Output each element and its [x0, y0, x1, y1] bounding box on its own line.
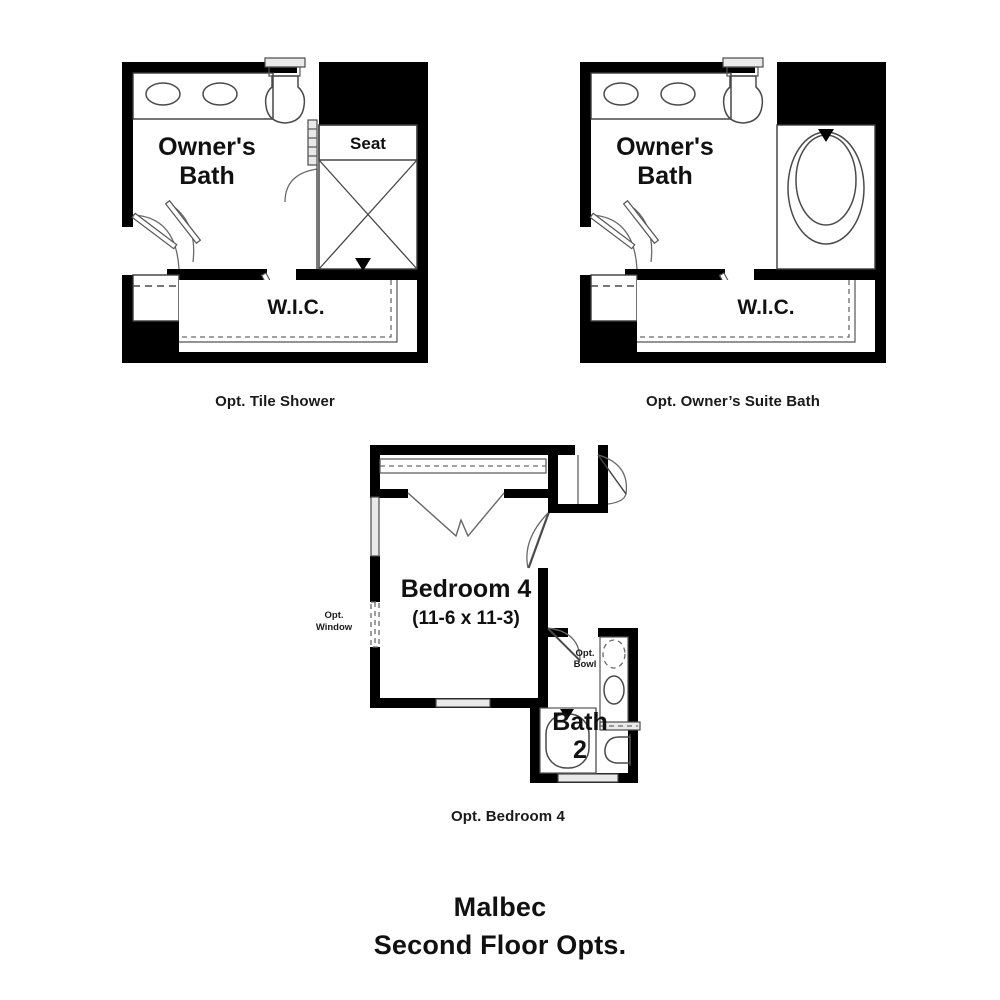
bedroom-window	[370, 496, 380, 648]
owners-bath-label: Owner's Bath	[616, 133, 714, 190]
bath-entry-door	[131, 199, 202, 270]
shower-seat-label: Seat	[350, 134, 386, 153]
bath-vanity	[599, 636, 641, 731]
opt-window-annotation: Opt. Window	[316, 610, 353, 633]
plan-opt-bedroom-4: Opt. Window Bedroom 4 (11-6 x 11-3)	[308, 432, 708, 792]
svg-text:Owner's: Owner's	[616, 133, 714, 161]
exterior-wall-mass	[580, 62, 886, 363]
double-vanity	[590, 72, 732, 120]
opt-bowl-label-line1: Opt.	[576, 648, 595, 659]
svg-text:Bath: Bath	[552, 708, 608, 736]
opt-bowl-annotation: Opt. Bowl	[574, 648, 597, 670]
bedroom4-label: Bedroom 4 (11-6 x 11-3)	[401, 575, 532, 629]
bath-door	[547, 627, 581, 662]
svg-text:Bath: Bath	[179, 162, 235, 190]
bedroom-bottom-window	[435, 698, 491, 708]
title-block: Malbec Second Floor Opts.	[0, 888, 1000, 964]
walk-in-closet: W.I.C.	[637, 280, 875, 352]
opt-window-label-line1: Opt.	[325, 610, 344, 621]
plan-name: Malbec	[453, 892, 547, 922]
bath-bottom-window	[557, 773, 619, 783]
opt-bowl-label-line2: Bowl	[574, 659, 597, 670]
tile-shower: Seat	[284, 119, 418, 270]
double-vanity	[132, 72, 274, 120]
floor-vent-arrow	[355, 258, 371, 271]
wic-label: W.I.C.	[737, 296, 794, 319]
svg-text:2: 2	[573, 736, 587, 764]
toilet	[264, 57, 306, 124]
owners-bath-label: Owner's Bath	[158, 133, 256, 190]
bathtub	[539, 707, 597, 774]
bath-entry-door	[589, 199, 660, 270]
tub-faucet-marker	[818, 129, 834, 142]
linen-closet	[132, 274, 180, 322]
sheet-name: Second Floor Opts.	[373, 930, 627, 960]
bedroom-entry-door	[526, 512, 550, 569]
walk-in-closet: W.I.C.	[179, 280, 417, 352]
soaking-tub	[776, 124, 876, 270]
svg-text:Bath: Bath	[637, 162, 693, 190]
plan-opt-owners-suite-bath: Owner's Bath W.I.C.	[568, 50, 898, 375]
plan-opt-tile-shower-drawing: Seat Owner's Bath	[122, 57, 428, 363]
caption-opt-owners-suite-bath: Opt. Owner’s Suite Bath	[646, 393, 820, 410]
toilet	[722, 57, 764, 124]
bifold-closet-doors	[407, 492, 505, 538]
caption-opt-bedroom-4: Opt. Bedroom 4	[451, 808, 565, 825]
bath2-label: Bath 2	[552, 708, 608, 764]
svg-text:Owner's: Owner's	[158, 133, 256, 161]
bedroom-closet	[379, 455, 548, 489]
svg-text:Bedroom 4: Bedroom 4	[401, 575, 532, 603]
svg-text:(11-6 x 11-3): (11-6 x 11-3)	[412, 608, 520, 629]
bath-toilet	[604, 734, 631, 766]
tub-faucet-marker	[560, 709, 574, 720]
linen-closet	[590, 274, 638, 322]
plan-opt-tile-shower: Seat Owner's Bath	[110, 50, 440, 375]
hall-door	[558, 454, 628, 505]
plan-opt-bedroom-4-drawing: Opt. Window Bedroom 4 (11-6 x 11-3)	[316, 445, 641, 783]
plan-opt-owners-suite-bath-drawing: Owner's Bath W.I.C.	[580, 57, 886, 363]
opt-window-label-line2: Window	[316, 622, 353, 633]
caption-opt-tile-shower: Opt. Tile Shower	[215, 393, 335, 410]
wic-label: W.I.C.	[267, 296, 324, 319]
